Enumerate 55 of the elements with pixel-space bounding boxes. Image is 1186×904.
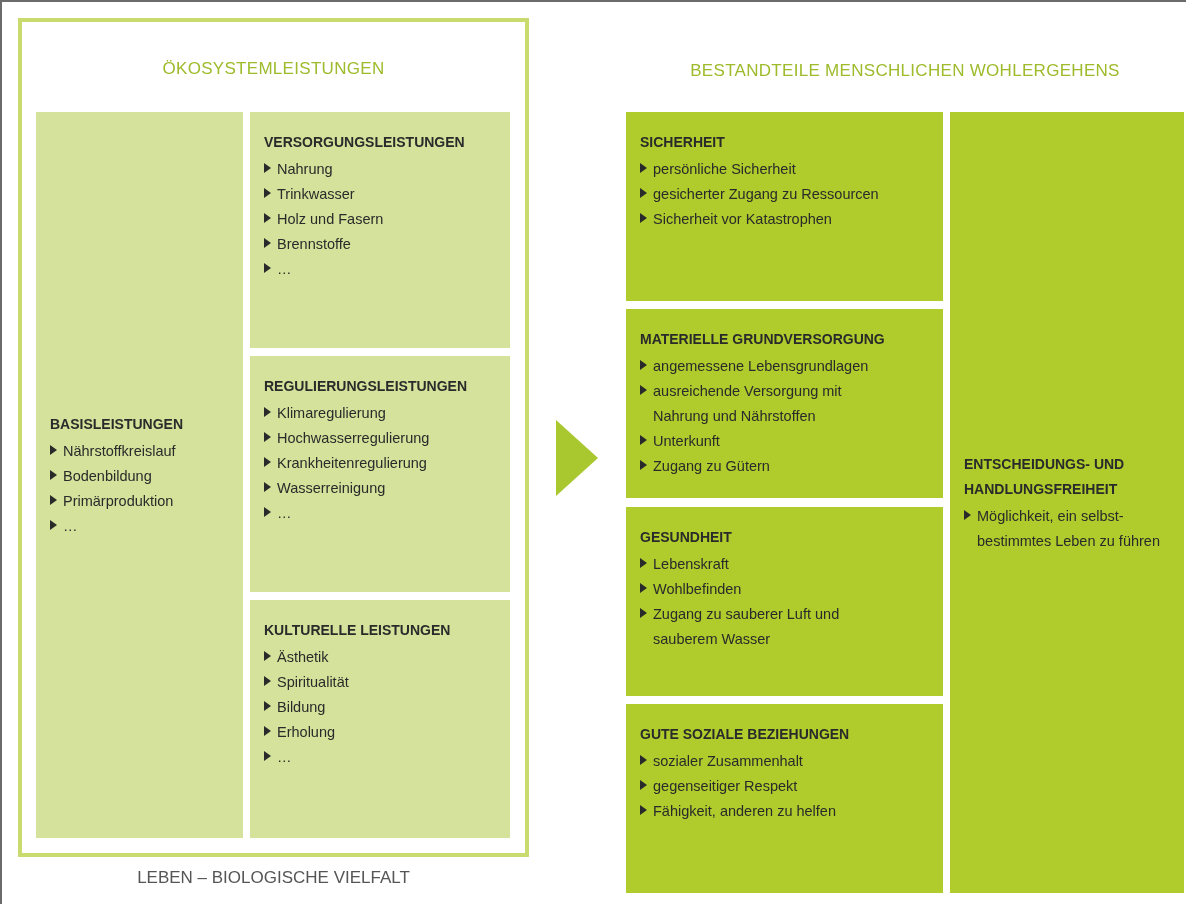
list-item: Bildung xyxy=(277,698,326,717)
list-item: … xyxy=(277,748,292,767)
category-box xyxy=(626,704,943,893)
card-heading: MATERIELLE GRUNDVERSORGUNG xyxy=(640,330,886,349)
list-item: … xyxy=(277,260,292,279)
card-heading: ENTSCHEIDUNGS- UND HANDLUNGSFREIHEIT xyxy=(964,454,1126,499)
list-item: … xyxy=(63,516,78,536)
list-item: Nahrung xyxy=(277,160,333,179)
list-item: Zugang zu sauberer Luft und sauberem Wasser xyxy=(653,605,841,649)
list-item: Hochwasserregulierung xyxy=(277,429,430,448)
card-heading: KULTURELLE LEISTUNGEN xyxy=(264,621,452,640)
list-item: Nährstoffkreislauf xyxy=(63,441,176,461)
group-label: LEBEN – BIOLOGISCHE VIELFALT xyxy=(136,867,411,889)
list-item: Unterkunft xyxy=(653,432,720,451)
list-item: Möglichkeit, ein selbst-bestimmtes Leben zu führen xyxy=(977,506,1161,551)
card-heading: SICHERHEIT xyxy=(640,133,726,152)
list-item: ausreichende Versorgung mit Nahrung und Nährstoffen xyxy=(653,382,843,426)
category-box xyxy=(626,112,943,301)
list-item: sozialer Zusammenhalt xyxy=(653,752,803,771)
list-item: angemessene Lebensgrundlagen xyxy=(653,357,869,376)
list-item: Zugang zu Gütern xyxy=(653,457,770,476)
list-item: Ästhetik xyxy=(277,648,329,667)
category-box xyxy=(250,600,510,838)
card-heading: BASISLEISTUNGEN xyxy=(50,414,184,434)
list-item: Bodenbildung xyxy=(63,466,152,486)
category-box xyxy=(626,507,943,696)
category-box xyxy=(950,112,1184,893)
list-item: Brennstoffe xyxy=(277,235,351,254)
list-item: Spiritualität xyxy=(277,673,349,692)
card-heading: REGULIERUNGSLEISTUNGEN xyxy=(264,377,468,396)
card-heading: GESUNDHEIT xyxy=(640,528,733,547)
list-item: persönliche Sicherheit xyxy=(653,160,796,179)
list-item: gegenseitiger Respekt xyxy=(653,777,798,796)
list-item: Wasserreinigung xyxy=(277,479,386,498)
list-item: … xyxy=(277,504,292,523)
list-item: Lebenskraft xyxy=(653,555,729,574)
list-item: gesicherter Zugang zu Ressourcen xyxy=(653,185,879,204)
category-box xyxy=(36,112,243,838)
category-box xyxy=(250,112,510,348)
list-item: Primärproduktion xyxy=(63,491,174,511)
list-item: Trinkwasser xyxy=(277,185,355,204)
group-title: ÖKOSYSTEMLEISTUNGEN xyxy=(161,58,386,80)
list-item: Holz und Fasern xyxy=(277,210,384,229)
card-heading: GUTE SOZIALE BEZIEHUNGEN xyxy=(640,725,851,744)
group-title: BESTANDTEILE MENSCHLICHEN WOHLERGEHENS xyxy=(689,60,1121,82)
list-item: Krankheitenregulierung xyxy=(277,454,427,473)
list-item: Erholung xyxy=(277,723,336,742)
list-item: Fähigkeit, anderen zu helfen xyxy=(653,802,836,821)
arrow xyxy=(556,420,598,496)
list-item: Klimaregulierung xyxy=(277,404,386,423)
category-box xyxy=(626,309,943,498)
list-item: Wohlbefinden xyxy=(653,580,742,599)
card-heading: VERSORGUNGSLEISTUNGEN xyxy=(264,133,466,152)
category-box xyxy=(250,356,510,592)
list-item: Sicherheit vor Katastrophen xyxy=(653,210,832,229)
